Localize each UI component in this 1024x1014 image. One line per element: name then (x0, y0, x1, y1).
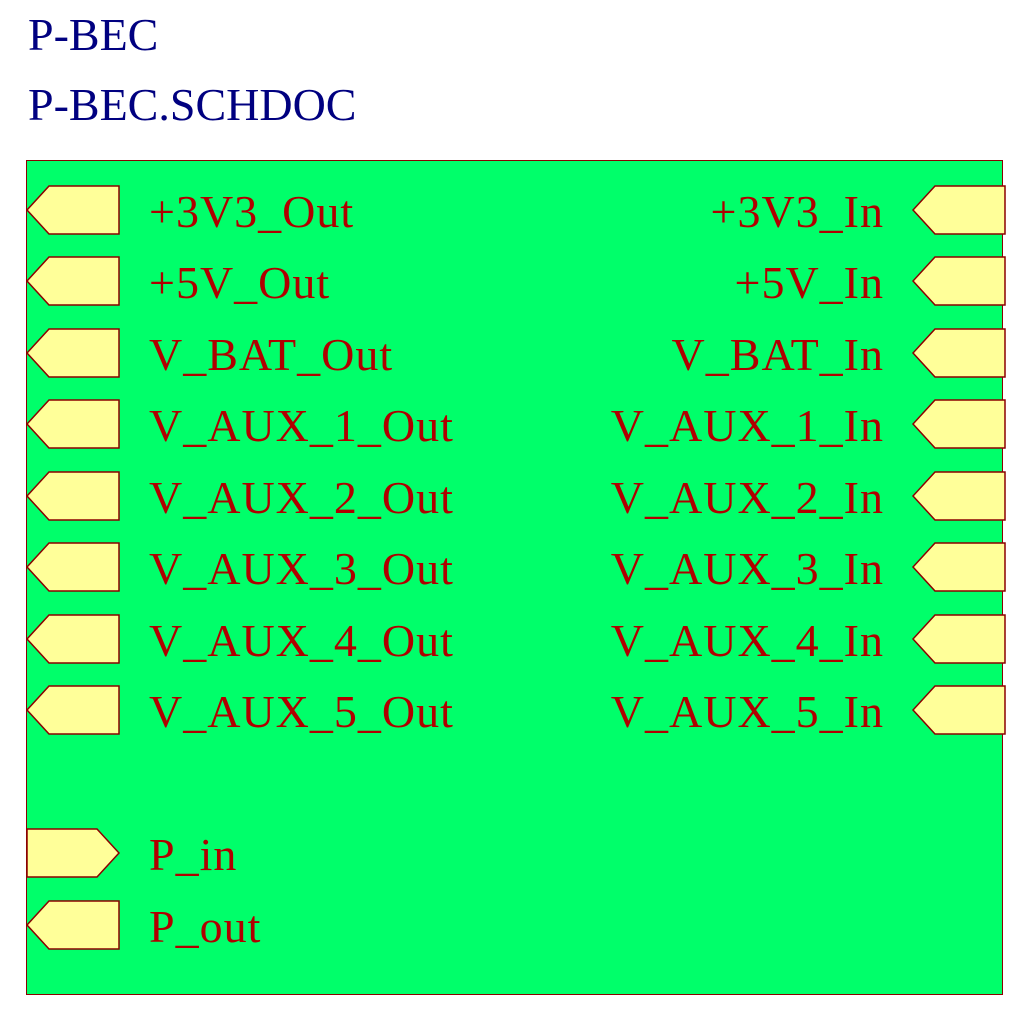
port-label-right-6: V_AUX_4_In (610, 615, 884, 666)
sheet-symbol[interactable]: +3V3_Out +5V_Out V_BAT_Out V_AUX_1_Out V… (25, 160, 1006, 995)
port-entry-right-5[interactable] (911, 542, 1006, 592)
port-entry-left-6[interactable] (25, 614, 120, 664)
sheet-filename: P-BEC.SCHDOC (28, 79, 357, 130)
port-label-p-in: P_in (149, 829, 238, 880)
port-label-p-out: P_out (149, 901, 262, 952)
port-entry-right-4[interactable] (911, 471, 1006, 521)
port-label-right-5: V_AUX_3_In (610, 543, 884, 594)
port-label-right-0: +3V3_In (710, 186, 884, 237)
port-entry-p-out[interactable] (25, 900, 120, 950)
port-label-left-7: V_AUX_5_Out (149, 686, 454, 737)
port-entry-right-2[interactable] (911, 328, 1006, 378)
port-entry-left-3[interactable] (25, 399, 120, 449)
port-entry-right-7[interactable] (911, 685, 1006, 735)
port-label-right-1: +5V_In (734, 257, 884, 308)
port-label-left-4: V_AUX_2_Out (149, 472, 454, 523)
sheet-title: P-BEC (28, 9, 159, 60)
port-entry-right-3[interactable] (911, 399, 1006, 449)
port-entry-right-0[interactable] (911, 185, 1006, 235)
port-entry-left-0[interactable] (25, 185, 120, 235)
port-entry-left-4[interactable] (25, 471, 120, 521)
port-label-left-6: V_AUX_4_Out (149, 615, 454, 666)
port-label-left-5: V_AUX_3_Out (149, 543, 454, 594)
port-label-right-4: V_AUX_2_In (610, 472, 884, 523)
port-label-right-2: V_BAT_In (671, 329, 884, 380)
port-entry-left-1[interactable] (25, 256, 120, 306)
port-label-left-1: +5V_Out (149, 257, 331, 308)
port-entry-left-5[interactable] (25, 542, 120, 592)
port-label-left-0: +3V3_Out (149, 186, 355, 237)
port-label-right-7: V_AUX_5_In (610, 686, 884, 737)
port-label-left-2: V_BAT_Out (149, 329, 394, 380)
port-entry-left-2[interactable] (25, 328, 120, 378)
port-label-right-3: V_AUX_1_In (610, 400, 884, 451)
port-entry-p-in[interactable] (26, 828, 121, 878)
port-entry-left-7[interactable] (25, 685, 120, 735)
port-entry-right-1[interactable] (911, 256, 1006, 306)
port-label-left-3: V_AUX_1_Out (149, 400, 454, 451)
port-entry-right-6[interactable] (911, 614, 1006, 664)
